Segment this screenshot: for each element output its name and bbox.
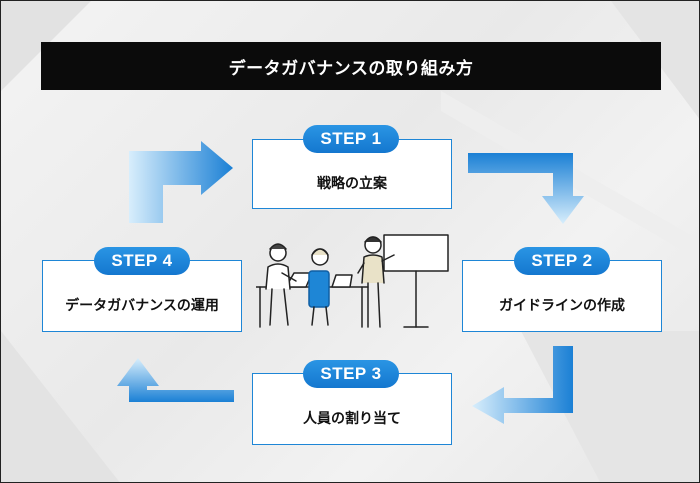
step-1-label: 戦略の立案 [317, 176, 387, 192]
arrow-step4-to-step1 [129, 141, 233, 223]
arrow-step2-to-step3 [472, 346, 573, 424]
step-2-box: ガイドラインの作成 [462, 260, 662, 332]
arrow-step1-to-step2 [468, 153, 584, 224]
step-1-tag: STEP 1 [303, 125, 399, 153]
step-4-box: データガバナンスの運用 [42, 260, 242, 332]
team-meeting-illustration [256, 234, 449, 328]
step-4-label: データガバナンスの運用 [65, 298, 219, 314]
step-3-label: 人員の割り当て [303, 411, 401, 427]
diagram-title: データガバナンスの取り組み方 [41, 42, 661, 90]
step-4-tag: STEP 4 [94, 247, 190, 275]
arrow-step3-to-step4 [117, 358, 234, 402]
step-2-label: ガイドラインの作成 [499, 298, 625, 314]
step-3-tag: STEP 3 [303, 360, 399, 388]
step-2-tag: STEP 2 [514, 247, 610, 275]
